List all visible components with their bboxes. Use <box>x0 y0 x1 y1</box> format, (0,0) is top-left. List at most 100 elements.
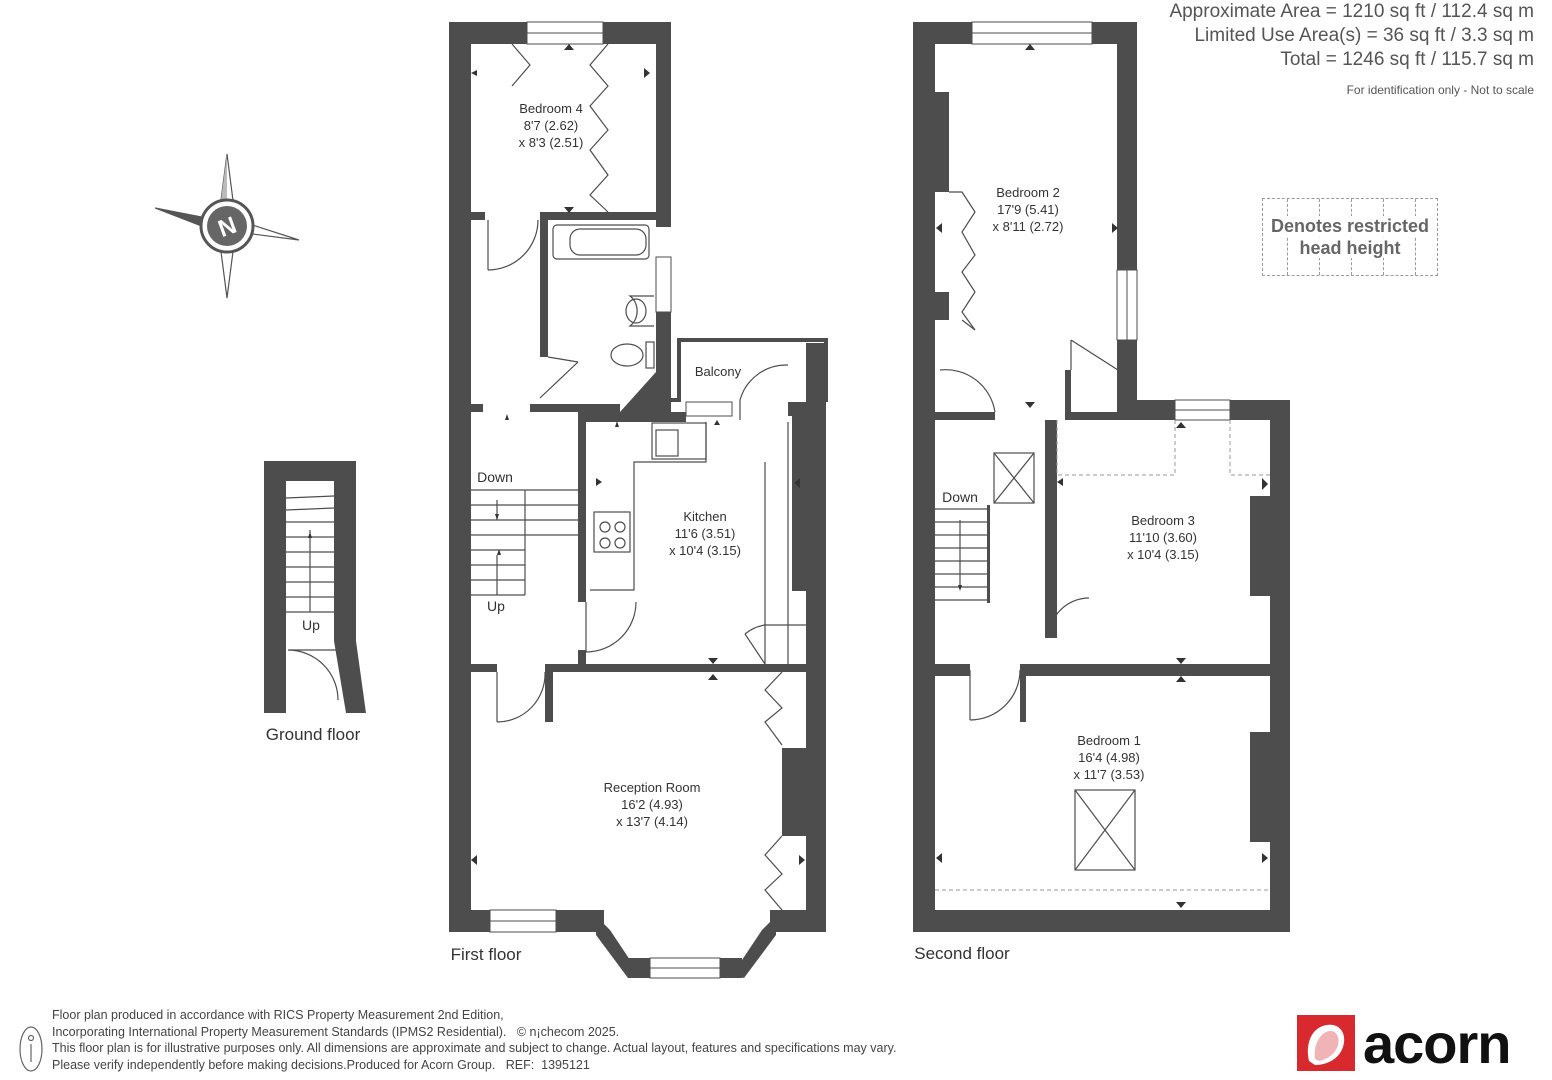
skylight <box>1074 789 1136 871</box>
stairs-ground <box>285 495 335 613</box>
door-arc <box>496 671 546 723</box>
wall <box>1137 400 1175 420</box>
wall <box>1117 22 1137 270</box>
wall <box>264 461 286 713</box>
bedroom4-dim1: 8'7 (2.62) <box>524 118 579 133</box>
bedroom1-name: Bedroom 1 <box>1077 733 1141 748</box>
second-floor-label: Second floor <box>914 944 1010 963</box>
wardrobe-door <box>511 43 531 87</box>
stairs-down-second: Down <box>942 489 978 505</box>
wall <box>720 958 742 978</box>
legend-line1: Denotes restricted <box>1268 216 1432 236</box>
bedroom1-dim2: x 11'7 (3.53) <box>1074 767 1145 782</box>
wall <box>792 415 806 591</box>
legend-line2: head height <box>1297 238 1403 258</box>
wall <box>1020 664 1270 676</box>
footer-disclaimer: Floor plan produced in accordance with R… <box>52 1007 896 1073</box>
stairs-up-first: Up <box>487 598 505 614</box>
basin-bowl <box>625 298 647 324</box>
first-floor-label: First floor <box>451 945 522 964</box>
wall <box>656 22 671 227</box>
door-arc <box>744 624 766 665</box>
hob-ring <box>599 537 611 549</box>
bedroom4-dim2: x 8'3 (2.51) <box>519 135 584 150</box>
kitchen-sink-bowl <box>655 429 679 457</box>
wall <box>620 372 671 412</box>
reception-dim2: x 13'7 (4.14) <box>616 814 688 829</box>
kitchen-name: Kitchen <box>683 509 726 524</box>
bedroom3-dim1: 11'10 (3.60) <box>1129 530 1197 545</box>
basin <box>628 295 654 327</box>
cupboard-door <box>764 671 783 746</box>
kitchen-dim2: x 10'4 (3.15) <box>669 543 741 558</box>
wall <box>578 412 586 602</box>
hob-ring <box>614 537 626 549</box>
wardrobe-door <box>949 191 976 331</box>
wall <box>545 664 553 722</box>
bedroom1-dim1: 16'4 (4.98) <box>1078 750 1140 765</box>
wall <box>540 212 548 357</box>
window <box>685 401 733 417</box>
door-arc <box>969 669 1021 721</box>
wall <box>334 461 356 641</box>
footer-line1: Floor plan produced in accordance with R… <box>52 1008 504 1022</box>
wall <box>913 910 1290 932</box>
acorn-logo: acorn <box>1297 1015 1512 1071</box>
wall <box>471 664 497 672</box>
wall <box>1065 370 1071 412</box>
skylight <box>993 452 1035 504</box>
wall <box>471 404 483 412</box>
wall <box>545 664 806 672</box>
wall <box>806 402 826 932</box>
door-arc <box>487 219 539 271</box>
restricted-height-legend: Denotes restricted head height <box>1262 198 1438 276</box>
restricted-area <box>1229 420 1270 476</box>
wall <box>987 505 990 603</box>
wall <box>1117 340 1137 420</box>
wall <box>935 292 949 320</box>
wall <box>540 212 671 220</box>
scale-note: For identification only - Not to scale <box>1346 83 1534 97</box>
bedroom2-name: Bedroom 2 <box>996 185 1060 200</box>
wall <box>935 92 949 192</box>
approximate-area: Approximate Area = 1210 sq ft / 112.4 sq… <box>1169 1 1534 22</box>
wall <box>1270 400 1290 932</box>
bedroom2-dim1: 17'9 (5.41) <box>997 202 1059 217</box>
wall <box>471 212 485 220</box>
bathtub <box>552 224 650 260</box>
window <box>655 256 672 313</box>
door-arc <box>739 364 789 420</box>
wall <box>1250 732 1270 842</box>
wall <box>449 22 471 932</box>
wall <box>264 461 356 481</box>
acorn-logo-text: acorn <box>1363 1015 1511 1071</box>
door-arc <box>287 649 339 701</box>
door-arc <box>539 356 579 399</box>
wall <box>788 402 826 416</box>
wall <box>530 404 620 412</box>
toilet-cistern <box>645 341 655 369</box>
wardrobe-door <box>589 43 609 213</box>
stairs-down-first: Down <box>477 469 513 485</box>
worktop <box>590 422 707 591</box>
wall <box>628 958 650 978</box>
door-arc <box>1048 597 1090 639</box>
wall <box>656 312 671 372</box>
bedroom3-name: Bedroom 3 <box>1131 513 1195 528</box>
wall <box>935 412 995 420</box>
ground-floor-label: Ground floor <box>266 725 361 744</box>
toilet-bowl <box>610 343 644 367</box>
stairs-first <box>471 489 580 596</box>
wall <box>586 412 686 422</box>
compass-rose: N <box>154 153 300 299</box>
wall <box>1065 412 1120 420</box>
kitchen-sink <box>651 422 707 460</box>
reception-name: Reception Room <box>604 780 701 795</box>
bedroom4-name: Bedroom 4 <box>519 101 583 116</box>
balcony-wall <box>806 343 826 403</box>
wall <box>1045 420 1057 638</box>
footer-line3: This floor plan is for illustrative purp… <box>52 1041 897 1056</box>
footer-line2: Incorporating International Property Mea… <box>52 1024 620 1039</box>
door-arc <box>939 369 996 413</box>
restricted-area <box>1056 420 1176 476</box>
